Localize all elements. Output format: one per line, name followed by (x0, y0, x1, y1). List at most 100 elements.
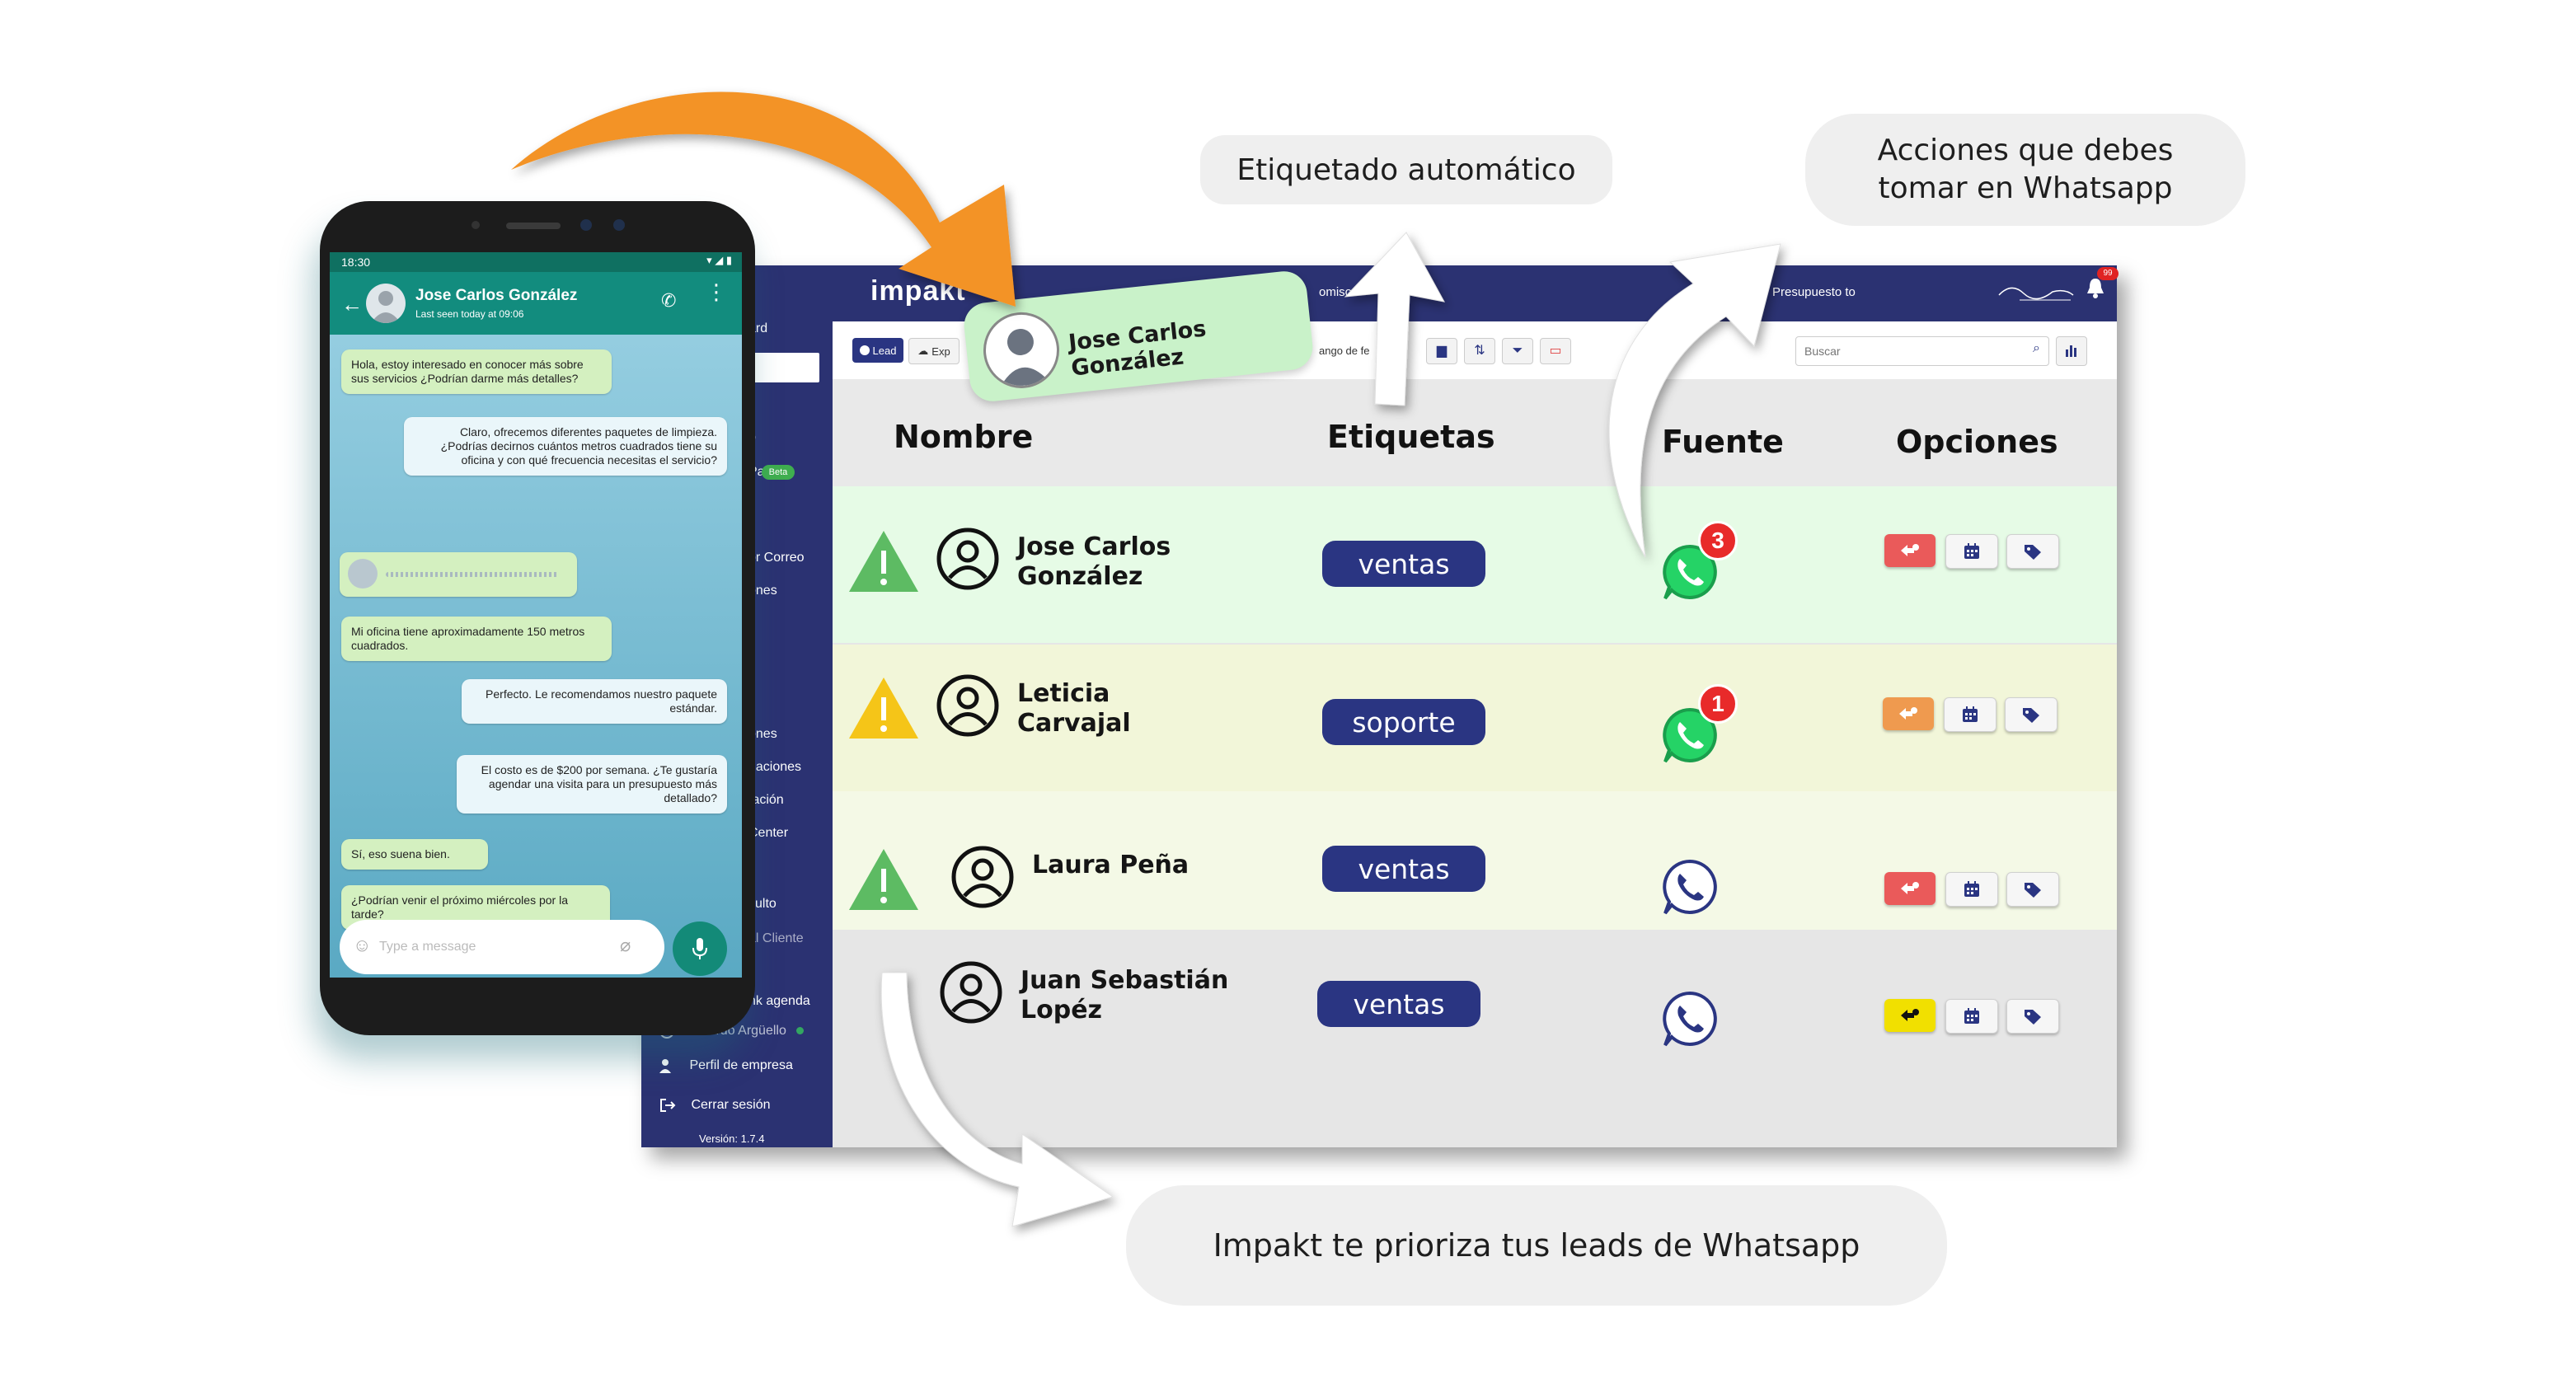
search-field[interactable]: ⌕ (1795, 336, 2049, 366)
phone-mockup: 18:30 ▾ ◢ ▮ ← Jose Carlos González Last … (320, 201, 755, 1035)
calendar-icon (1963, 706, 1978, 722)
back-arrow-icon[interactable]: ← (341, 292, 363, 317)
bar-chart-icon (2066, 345, 2076, 357)
contact-name: Jose Carlos González (415, 287, 578, 304)
card-avatar (979, 308, 1063, 392)
lead-tag[interactable]: ventas (1317, 981, 1480, 1027)
bell-icon[interactable] (2086, 277, 2105, 300)
stats-button[interactable] (2056, 336, 2087, 366)
action-icon (1899, 707, 1917, 720)
filter-button[interactable]: ⏷ (1502, 338, 1533, 364)
action-button[interactable] (1884, 999, 1936, 1032)
call-icon[interactable]: ✆ (661, 290, 677, 311)
whatsapp-icon[interactable] (1660, 989, 1720, 1048)
tag-button[interactable] (2006, 999, 2059, 1034)
topbar-item-1[interactable]: omiso (1319, 285, 1353, 299)
table-row[interactable]: Laura Peña ventas (833, 791, 2117, 930)
archive-icon: ▆ (1436, 344, 1448, 358)
plus-circle-icon (859, 345, 870, 355)
calendar-button[interactable] (1944, 697, 1997, 732)
calendar-icon (1964, 881, 1979, 897)
header-nombre: Nombre (894, 419, 1034, 455)
more-options-icon[interactable]: ⋮ (706, 279, 727, 304)
sidebar-item[interactable]: daciones (748, 760, 802, 774)
header-etiquetas: Etiquetas (1327, 419, 1495, 455)
incoming-message: Mi oficina tiene aproximadamente 150 met… (341, 617, 612, 661)
table-row[interactable]: Jose Carlos González ventas 3 (833, 486, 2117, 643)
search-input[interactable] (1803, 340, 2012, 362)
tag-button[interactable] (2006, 872, 2059, 907)
action-button[interactable] (1883, 697, 1934, 730)
voice-note[interactable] (340, 552, 577, 597)
table-row[interactable]: Juan Sebastián Lopéz ventas (833, 930, 2117, 1116)
tag-button[interactable] (2006, 534, 2059, 569)
lead-name[interactable]: Juan Sebastián Lopéz (1021, 966, 1229, 1025)
sidebar-item[interactable]: ones (748, 727, 777, 741)
action-button[interactable] (1884, 872, 1936, 905)
lead-name[interactable]: Laura Peña (1032, 851, 1189, 879)
online-dot-icon (796, 1027, 805, 1035)
topbar-item-2[interactable]: Presupuesto to (1772, 285, 1856, 299)
contact-avatar[interactable] (366, 284, 406, 323)
sidebar-item-profile[interactable]: Perfil de empresa (659, 1058, 793, 1073)
calendar-button[interactable] (1945, 999, 1998, 1034)
date-range-input[interactable]: ango de fe (1319, 338, 1400, 363)
filter-icon: ⏷ (1512, 344, 1523, 358)
lead-name-card: Jose Carlos González (961, 269, 1316, 404)
lead-name[interactable]: Leticia Carvajal (1017, 679, 1131, 738)
sidebar-logout-label: Cerrar sesión (691, 1098, 771, 1113)
attach-icon[interactable]: ⌀ (620, 935, 631, 955)
message-input-bar[interactable]: ☺ Type a message ⌀ (340, 920, 664, 974)
callout-acciones-text: Acciones que debes tomar en Whatsapp (1877, 134, 2174, 205)
whatsapp-icon[interactable] (1660, 857, 1720, 917)
person-silhouette-icon (999, 328, 1051, 388)
action-icon (1901, 882, 1919, 894)
calendar-button[interactable] (1945, 872, 1998, 907)
video-button[interactable]: ▭ (1540, 338, 1571, 364)
sidebar-item[interactable]: nk agenda (748, 994, 810, 1008)
sort-button[interactable]: ⇅ (1464, 338, 1495, 364)
user-avatar-icon (940, 961, 1002, 1024)
tag-icon (2025, 1010, 2041, 1025)
sidebar-item[interactable]: tación (748, 793, 784, 807)
export-button[interactable]: ☁ Exp (908, 338, 960, 364)
app-logo: impakt (870, 275, 966, 307)
lead-tag[interactable]: soporte (1322, 699, 1485, 745)
mic-icon (692, 938, 707, 959)
sidebar-item[interactable]: culto (748, 897, 777, 911)
company-logo (1995, 280, 2077, 305)
sidebar-item[interactable]: Center (748, 826, 789, 840)
incoming-message: Hola, estoy interesado en conocer más so… (341, 349, 612, 394)
sidebar-item-logout[interactable]: Cerrar sesión (659, 1098, 770, 1113)
warning-icon (849, 531, 918, 592)
export-label: Exp (931, 345, 950, 358)
sort-icon: ⇅ (1474, 344, 1485, 358)
lead-name[interactable]: Jose Carlos González (1017, 532, 1171, 591)
emoji-icon[interactable]: ☺ (353, 935, 372, 955)
front-sensor (613, 219, 625, 231)
action-button[interactable] (1884, 534, 1936, 567)
sidebar-item[interactable]: or Correo (748, 551, 805, 565)
proximity-dot (472, 221, 480, 229)
sidebar-search-box[interactable] (748, 353, 819, 382)
person-icon (659, 1058, 671, 1073)
archive-button[interactable]: ▆ (1426, 338, 1457, 364)
unread-count-badge: 3 (1698, 521, 1738, 560)
notification-count-badge: 99 (2097, 267, 2119, 280)
mic-button[interactable] (673, 921, 727, 976)
whatsapp-icon[interactable] (1660, 706, 1720, 765)
tag-button[interactable] (2005, 697, 2058, 732)
status-bar: 18:30 ▾ ◢ ▮ (330, 252, 742, 272)
sidebar-item[interactable]: al Cliente (748, 931, 804, 945)
outgoing-message: Claro, ofrecemos diferentes paquetes de … (404, 417, 727, 476)
calendar-button[interactable] (1945, 534, 1998, 569)
add-lead-button[interactable]: Lead (852, 338, 903, 363)
action-icon (1901, 544, 1919, 556)
lead-tag[interactable]: ventas (1322, 846, 1485, 892)
sidebar-item[interactable]: ones (748, 584, 777, 598)
callout-acciones: Acciones que debes tomar en Whatsapp (1805, 114, 2245, 226)
callout-prioriza: Impakt te prioriza tus leads de Whatsapp (1126, 1185, 1947, 1306)
search-icon[interactable]: ⌕ (2033, 341, 2040, 355)
lead-tag[interactable]: ventas (1322, 541, 1485, 587)
